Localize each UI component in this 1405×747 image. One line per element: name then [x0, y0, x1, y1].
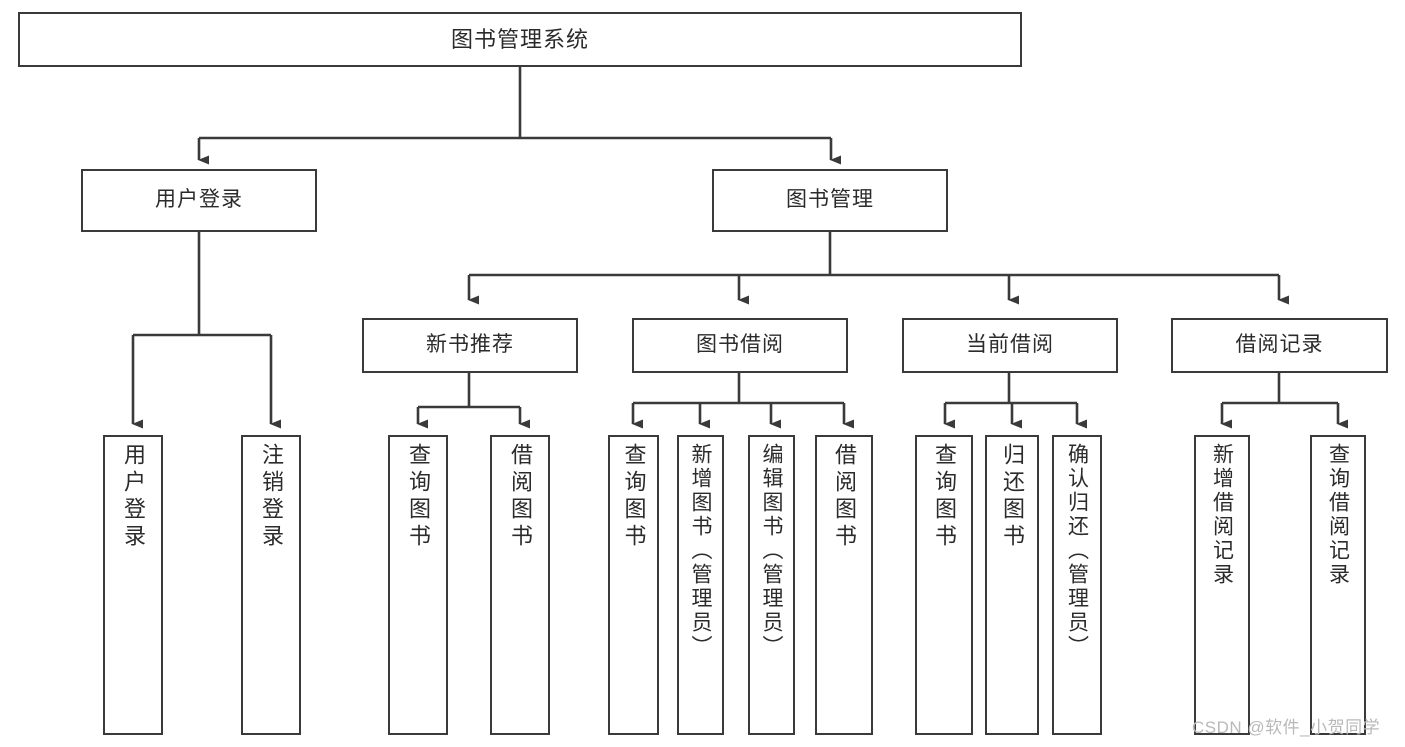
leaf-add-borrow-record[interactable]: 新增借阅记录 — [1194, 435, 1250, 735]
leaf-add-book-admin[interactable]: 新增图书（管理员） — [677, 435, 724, 735]
leaf-query-book-borrow[interactable]: 查询图书 — [608, 435, 659, 735]
leaf-confirm-return-admin[interactable]: 确认归还（管理员） — [1052, 435, 1102, 735]
node-label: 借阅记录 — [1235, 333, 1324, 357]
leaf-logout[interactable]: 注销登录 — [241, 435, 301, 735]
node-label: 图书管理 — [786, 188, 874, 212]
node-label: 新书推荐 — [426, 333, 514, 357]
leaf-query-borrow-record[interactable]: 查询借阅记录 — [1310, 435, 1366, 735]
leaf-query-book-recommend[interactable]: 查询图书 — [388, 435, 448, 735]
node-label: 用户登录 — [121, 443, 146, 551]
node-label: 新增图书（管理员） — [689, 443, 712, 659]
node-label: 查询借阅记录 — [1326, 443, 1350, 587]
node-label: 用户登录 — [155, 188, 243, 212]
node-label: 编辑图书（管理员） — [760, 443, 783, 659]
leaf-user-login[interactable]: 用户登录 — [103, 435, 163, 735]
leaf-query-book-current[interactable]: 查询图书 — [915, 435, 973, 735]
node-label: 查询图书 — [621, 443, 647, 551]
csdn-watermark: CSDN @软件_小贺同学 — [1192, 718, 1381, 737]
node-label: 注销登录 — [259, 443, 284, 551]
node-label: 查询图书 — [932, 443, 957, 551]
node-label: 图书借阅 — [696, 333, 784, 357]
node-label: 当前借阅 — [966, 333, 1054, 357]
leaf-borrow-book[interactable]: 借阅图书 — [815, 435, 873, 735]
leaf-edit-book-admin[interactable]: 编辑图书（管理员） — [748, 435, 795, 735]
node-root-system[interactable]: 图书管理系统 — [18, 12, 1022, 67]
node-label: 借阅图书 — [832, 443, 857, 551]
node-label: 查询图书 — [406, 443, 431, 551]
node-label: 确认归还（管理员） — [1065, 443, 1089, 659]
leaf-return-book[interactable]: 归还图书 — [985, 435, 1039, 735]
node-user-login[interactable]: 用户登录 — [81, 169, 317, 232]
node-label: 归还图书 — [1000, 443, 1025, 551]
node-book-borrow[interactable]: 图书借阅 — [632, 318, 848, 373]
node-current-borrow[interactable]: 当前借阅 — [902, 318, 1118, 373]
leaf-borrow-book-recommend[interactable]: 借阅图书 — [490, 435, 550, 735]
node-label: 借阅图书 — [508, 443, 533, 551]
node-book-management[interactable]: 图书管理 — [712, 169, 948, 232]
node-label: 新增借阅记录 — [1210, 443, 1234, 587]
node-borrow-record[interactable]: 借阅记录 — [1171, 318, 1388, 373]
node-new-book-recommend[interactable]: 新书推荐 — [362, 318, 578, 373]
node-label: 图书管理系统 — [450, 26, 589, 52]
